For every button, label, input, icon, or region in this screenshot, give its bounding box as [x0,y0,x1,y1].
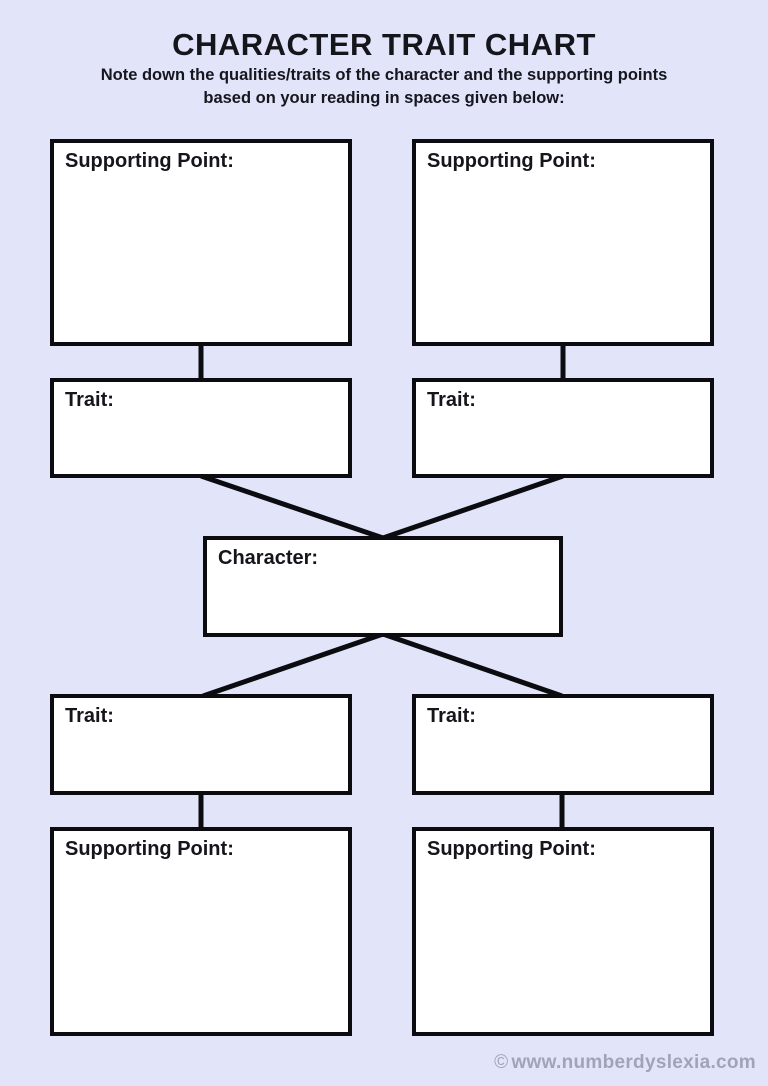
watermark: ©www.numberdyslexia.com [494,1052,756,1074]
copyright-icon: © [494,1052,509,1073]
trait-box-bottom-right: Trait: [412,694,714,795]
connector-character-to-trait-bottom-right [382,631,563,699]
supporting-point-label: Supporting Point: [65,838,234,860]
supporting-point-box-bottom-left: Supporting Point: [50,827,352,1036]
instructions-line-2: based on your reading in spaces given be… [203,89,565,107]
trait-write-area [416,728,710,787]
trait-box-bottom-left: Trait: [50,694,352,795]
supporting-point-write-area [54,861,348,1028]
trait-label: Trait: [427,705,476,727]
supporting-point-box-bottom-right: Supporting Point: [412,827,714,1036]
trait-write-area [416,412,710,470]
instructions-line-1: Note down the qualities/traits of the ch… [100,66,668,84]
character-write-area [207,570,559,629]
watermark-text: www.numberdyslexia.com [511,1052,756,1073]
character-label: Character: [218,547,319,569]
supporting-point-label: Supporting Point: [427,838,596,860]
supporting-point-write-area [416,173,710,338]
supporting-point-write-area [416,861,710,1028]
connector-character-to-trait-bottom-left [202,631,384,699]
trait-box-top-left: Trait: [50,378,352,478]
supporting-point-label: Supporting Point: [427,150,596,172]
supporting-point-box-top-right: Supporting Point: [412,139,714,346]
page-title: CHARACTER TRAIT CHART [172,27,596,62]
trait-write-area [54,728,348,787]
trait-label: Trait: [65,705,114,727]
supporting-point-label: Supporting Point: [65,150,234,172]
supporting-point-box-top-left: Supporting Point: [50,139,352,346]
trait-box-top-right: Trait: [412,378,714,478]
supporting-point-write-area [54,173,348,338]
character-box: Character: [203,536,563,637]
trait-label: Trait: [65,389,114,411]
trait-write-area [54,412,348,470]
connector-trait-top-right-to-character [382,473,564,541]
page-instructions: Note down the qualities/traits of the ch… [0,64,768,110]
trait-label: Trait: [427,389,476,411]
connector-trait-top-left-to-character [200,473,384,541]
